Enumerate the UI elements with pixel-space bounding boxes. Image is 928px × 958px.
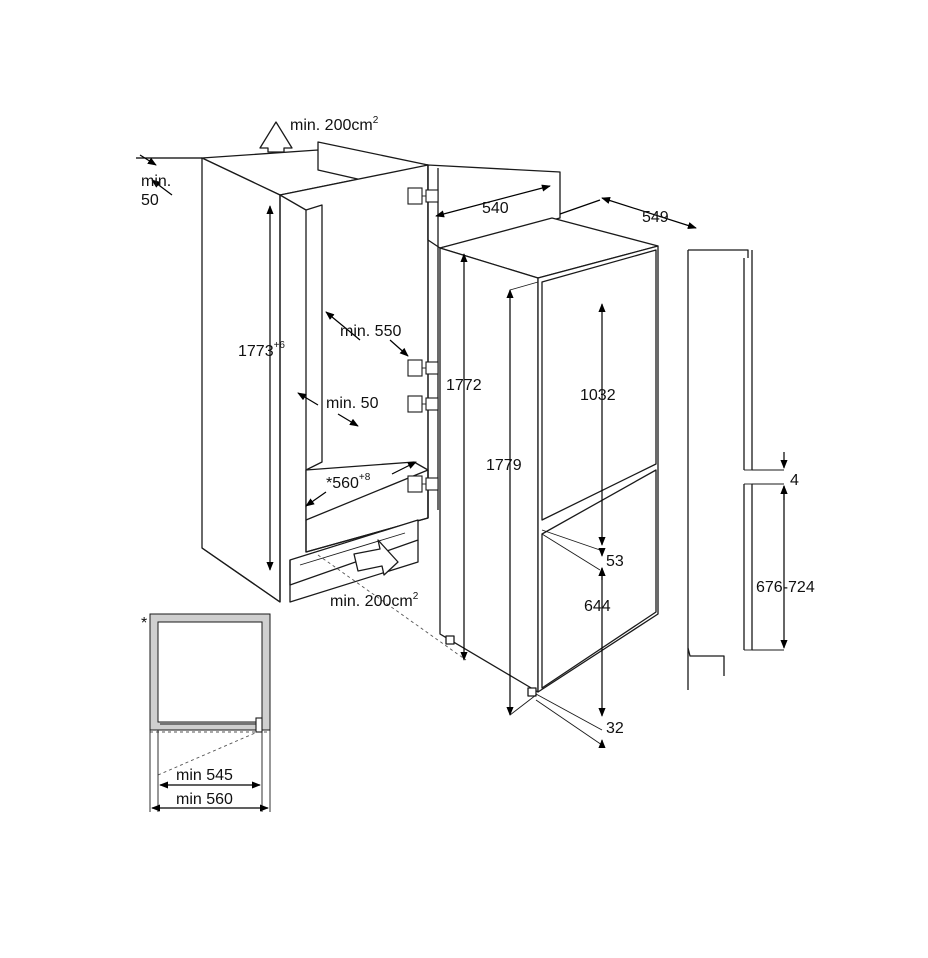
plan-asterisk: * <box>141 615 147 632</box>
niche-left-side-panel <box>201 157 281 603</box>
vent-top-arrow-icon <box>259 121 293 153</box>
vent-bottom-label: min. 200cm2 <box>330 591 419 610</box>
rear-gap-label-2: 50 <box>141 192 159 209</box>
niche-height-label: 1773+6 <box>238 340 285 360</box>
door-gap-label: 53 <box>606 553 624 570</box>
door-panel-gap-label: 4 <box>790 472 799 489</box>
rear-gap-label-1: min. <box>141 173 171 190</box>
hinge-1 <box>407 187 439 205</box>
plan-min-inner-label: min 545 <box>176 767 233 784</box>
vent-bottom-arrow-icon <box>353 539 399 576</box>
dimension-lines <box>136 154 788 812</box>
lower-door-label: 644 <box>584 598 611 615</box>
niche-width-label: *560+8 <box>326 472 371 492</box>
appliance-depth-label: 549 <box>642 209 669 226</box>
depth-min-label: min. 550 <box>340 323 401 340</box>
bottom-gap-label: 32 <box>606 720 624 737</box>
hinge-3 <box>407 395 439 413</box>
appliance <box>439 217 659 697</box>
appliance-total-height-label: 1779 <box>486 457 522 474</box>
foot-left <box>445 635 455 645</box>
plan-view <box>149 613 271 776</box>
dimension-labels: min. 200cm2 min. 50 1773+6 min. 550 min.… <box>141 115 815 808</box>
door-section <box>687 249 753 690</box>
hinge-2 <box>407 359 439 377</box>
appliance-height-label: 1772 <box>446 377 482 394</box>
vent-top-label: min. 200cm2 <box>290 115 379 134</box>
niche-cabinet <box>201 141 429 603</box>
appliance-width-label: 540 <box>482 200 509 217</box>
hinge-4 <box>407 475 439 493</box>
upper-door-label: 1032 <box>580 387 616 404</box>
door-panel-range-label: 676-724 <box>756 579 815 596</box>
plan-min-outer-label: min 560 <box>176 791 233 808</box>
side-gap-label: min. 50 <box>326 395 379 412</box>
foot-right <box>527 687 537 697</box>
hinges <box>407 187 439 493</box>
